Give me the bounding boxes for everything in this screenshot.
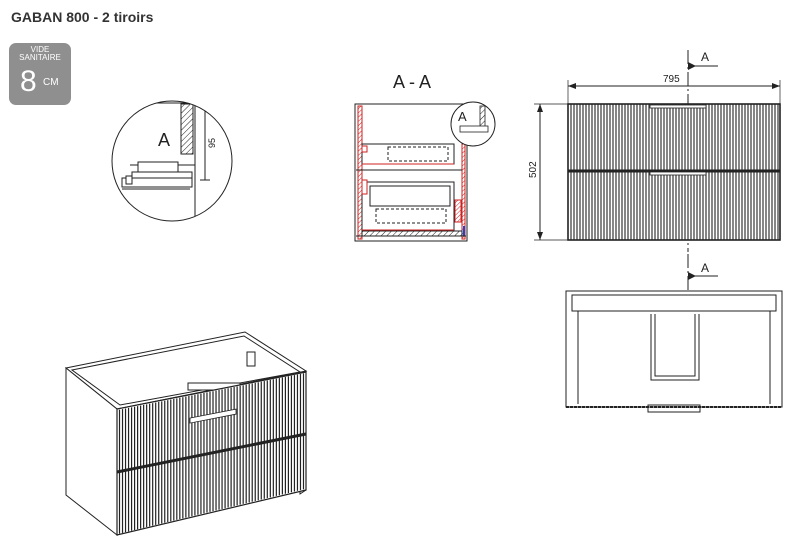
front-section-marker: A [701,50,709,64]
top-section-marker: A [701,261,709,275]
isometric-view [64,331,308,537]
detail-view: A 95 [111,100,233,222]
page-title: GABAN 800 - 2 tiroirs [11,9,154,25]
badge-unit: CM [43,77,59,88]
section-detail-label: A [458,109,467,124]
detail-label: A [158,130,170,150]
vide-sanitaire-badge: VIDE SANITAIRE 8 CM [9,43,71,105]
section-view: A - A [354,72,496,242]
front-height-dimension: 502 [528,161,539,178]
detail-dimension: 95 [207,138,217,148]
badge-line-2: SANITAIRE [19,53,61,62]
badge-value: 8 [20,65,37,98]
front-width-dimension: 795 [663,74,680,85]
badge-line-1: VIDE [30,45,50,54]
section-title: A - A [393,72,431,92]
top-view: A [565,254,783,413]
front-view: A 795 502 [528,50,781,252]
